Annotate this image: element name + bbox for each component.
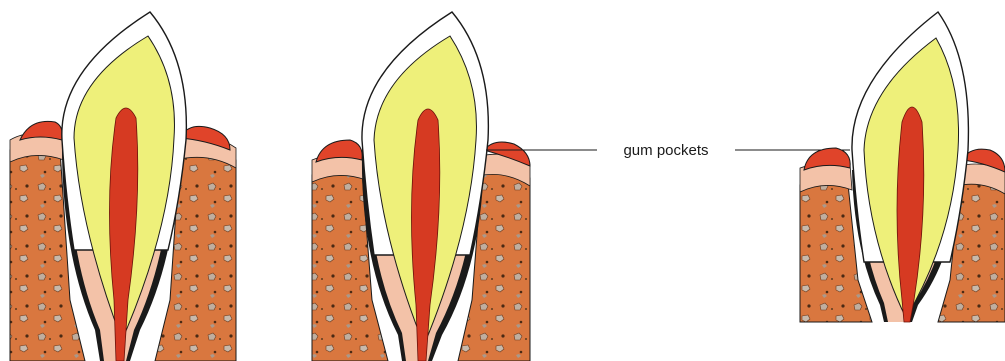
callout-label: gum pockets (623, 142, 708, 159)
tooth-1-figure (10, 12, 236, 361)
tooth-3-figure (800, 12, 1005, 322)
gum-left-1 (20, 121, 62, 140)
gum-pockets-callout: gum pockets (486, 142, 850, 159)
tooth-2-figure (312, 12, 530, 361)
